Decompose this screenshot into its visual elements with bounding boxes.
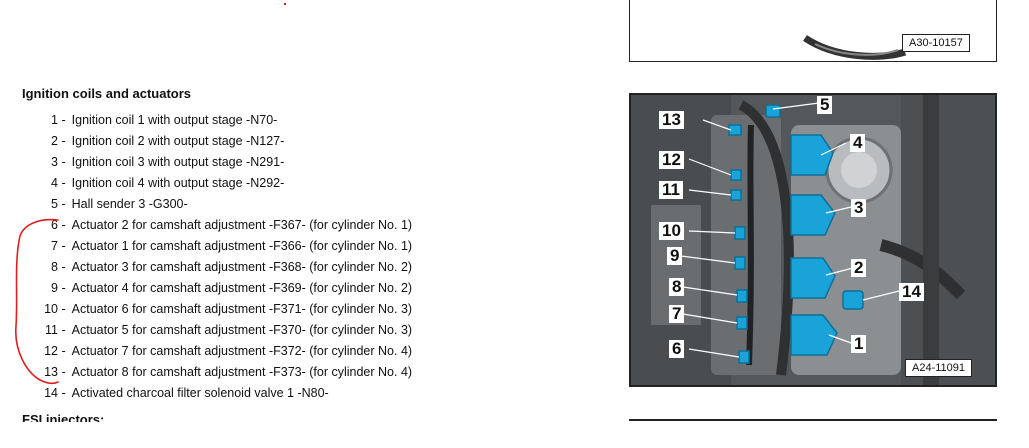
callout-8: 8 bbox=[669, 278, 685, 296]
engine-figure: 13 5 4 12 11 3 10 9 2 8 14 7 1 6 A24-110… bbox=[629, 93, 997, 387]
figure-top-partial: A30-10157 bbox=[629, 0, 997, 62]
item-text: Hall sender 3 -G300- bbox=[71, 197, 188, 211]
callout-4: 4 bbox=[850, 134, 866, 152]
callout-10: 10 bbox=[659, 222, 684, 240]
list-item-6: 6 -Actuator 2 for camshaft adjustment -F… bbox=[51, 218, 413, 232]
callout-2: 2 bbox=[851, 259, 867, 277]
stray-red-mark bbox=[284, 3, 286, 5]
callout-13: 13 bbox=[659, 111, 684, 129]
callout-6: 6 bbox=[669, 340, 685, 358]
callout-7: 7 bbox=[669, 305, 685, 323]
item-text: Actuator 6 for camshaft adjustment -F371… bbox=[71, 302, 413, 316]
item-text: Actuator 3 for camshaft adjustment -F368… bbox=[71, 260, 413, 274]
item-text: Ignition coil 3 with output stage -N291- bbox=[71, 155, 285, 169]
list-item-11: 11 -Actuator 5 for camshaft adjustment -… bbox=[45, 323, 413, 337]
list-item-12: 12 -Actuator 7 for camshaft adjustment -… bbox=[44, 344, 413, 358]
item-text: Actuator 8 for camshaft adjustment -F373… bbox=[71, 365, 413, 379]
callout-9: 9 bbox=[667, 247, 683, 265]
section-title: Ignition coils and actuators bbox=[22, 86, 192, 101]
list-item-14: 14 -Activated charcoal filter solenoid v… bbox=[44, 386, 329, 400]
list-item-7: 7 -Actuator 1 for camshaft adjustment -F… bbox=[51, 239, 413, 253]
list-item-10: 10 -Actuator 6 for camshaft adjustment -… bbox=[44, 302, 413, 316]
figure-bottom-partial bbox=[629, 419, 997, 448]
item-text: Activated charcoal filter solenoid valve… bbox=[71, 386, 329, 400]
list-item-1: 1 -Ignition coil 1 with output stage -N7… bbox=[51, 113, 278, 127]
list-item-4: 4 -Ignition coil 4 with output stage -N2… bbox=[51, 176, 285, 190]
list-item-3: 3 -Ignition coil 3 with output stage -N2… bbox=[51, 155, 285, 169]
list-item-13: 13 -Actuator 8 for camshaft adjustment -… bbox=[44, 365, 413, 379]
item-text: Actuator 2 for camshaft adjustment -F367… bbox=[71, 218, 413, 232]
item-text: Ignition coil 1 with output stage -N70- bbox=[71, 113, 278, 127]
figure-ref-main: A24-11091 bbox=[905, 359, 973, 377]
next-section-title: FSI injectors: bbox=[22, 412, 105, 422]
callout-14: 14 bbox=[899, 283, 924, 301]
item-text: Ignition coil 2 with output stage -N127- bbox=[71, 134, 285, 148]
callout-11: 11 bbox=[659, 181, 683, 199]
list-item-2: 2 -Ignition coil 2 with output stage -N1… bbox=[51, 134, 285, 148]
item-text: Actuator 5 for camshaft adjustment -F370… bbox=[71, 323, 413, 337]
callout-12: 12 bbox=[659, 151, 684, 169]
component-list: 1 -Ignition coil 1 with output stage -N7… bbox=[22, 110, 412, 404]
callout-1: 1 bbox=[851, 335, 867, 353]
item-text: Actuator 7 for camshaft adjustment -F372… bbox=[71, 344, 413, 358]
callout-3: 3 bbox=[851, 199, 867, 217]
list-item-8: 8 -Actuator 3 for camshaft adjustment -F… bbox=[51, 260, 413, 274]
figure-ref-top: A30-10157 bbox=[902, 34, 970, 52]
engine-illustration-top bbox=[803, 35, 907, 60]
callout-5: 5 bbox=[817, 96, 833, 114]
list-item-9: 9 -Actuator 4 for camshaft adjustment -F… bbox=[51, 281, 413, 295]
list-item-5: 5 -Hall sender 3 -G300- bbox=[51, 197, 188, 211]
engine-illustration bbox=[631, 95, 995, 385]
item-text: Ignition coil 4 with output stage -N292- bbox=[71, 176, 285, 190]
item-text: Actuator 1 for camshaft adjustment -F366… bbox=[71, 239, 413, 253]
item-text: Actuator 4 for camshaft adjustment -F369… bbox=[71, 281, 413, 295]
